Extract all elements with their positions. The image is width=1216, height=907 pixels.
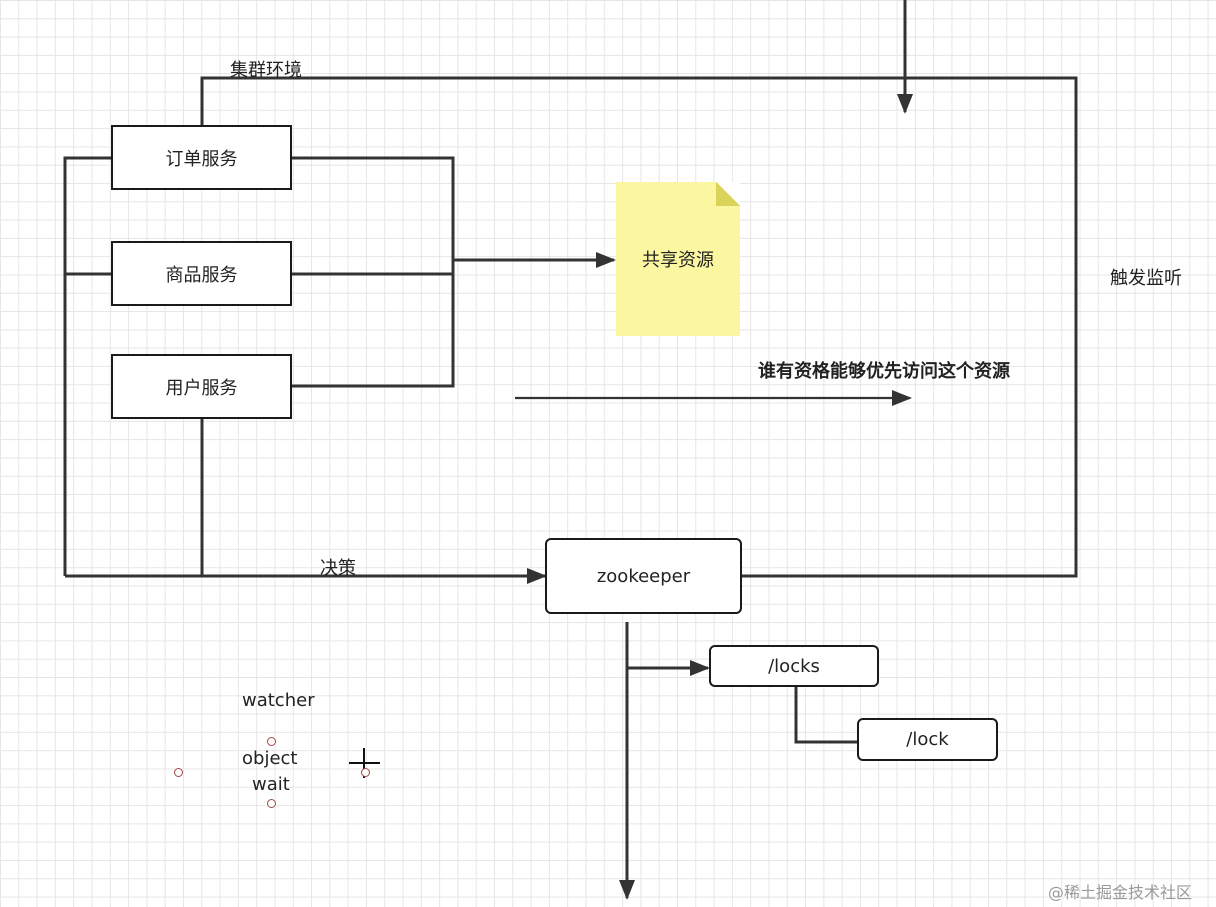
product-service-box[interactable]: 商品服务 xyxy=(111,241,292,306)
left-bus xyxy=(63,156,112,576)
selection-handle-icon[interactable] xyxy=(361,768,370,777)
priority-question: 谁有资格能够优先访问这个资源 xyxy=(758,361,1010,382)
watermark: @稀土掘金技术社区 xyxy=(1048,883,1193,902)
zookeeper-label: zookeeper xyxy=(596,565,691,587)
right-bus xyxy=(290,156,455,388)
lock-node-box[interactable]: /lock xyxy=(857,718,998,761)
product-service-label: 商品服务 xyxy=(165,264,238,286)
zookeeper-box[interactable]: zookeeper xyxy=(545,538,742,614)
selection-handle-icon[interactable] xyxy=(174,768,183,777)
wait-text[interactable]: wait xyxy=(252,774,290,795)
user-service-label: 用户服务 xyxy=(165,377,238,399)
object-text[interactable]: object xyxy=(242,748,298,769)
locks-node-box[interactable]: /locks xyxy=(709,645,879,687)
shared-resource-label: 共享资源 xyxy=(642,250,714,271)
selection-handle-icon[interactable] xyxy=(267,737,276,746)
locks-node-label: /locks xyxy=(768,655,820,677)
note-fold-icon xyxy=(716,182,740,206)
trigger-listen-label: 触发监听 xyxy=(1110,268,1182,289)
order-service-label: 订单服务 xyxy=(165,148,238,170)
decision-label: 决策 xyxy=(320,558,356,579)
cluster-label: 集群环境 xyxy=(230,60,302,81)
user-service-box[interactable]: 用户服务 xyxy=(111,354,292,419)
cluster-boundary xyxy=(200,76,1078,578)
watcher-text: watcher xyxy=(242,690,315,711)
lock-node-label: /lock xyxy=(906,729,949,750)
shared-resource-note[interactable]: 共享资源 xyxy=(616,182,740,336)
order-service-box[interactable]: 订单服务 xyxy=(111,125,292,190)
selection-handle-icon[interactable] xyxy=(267,799,276,808)
